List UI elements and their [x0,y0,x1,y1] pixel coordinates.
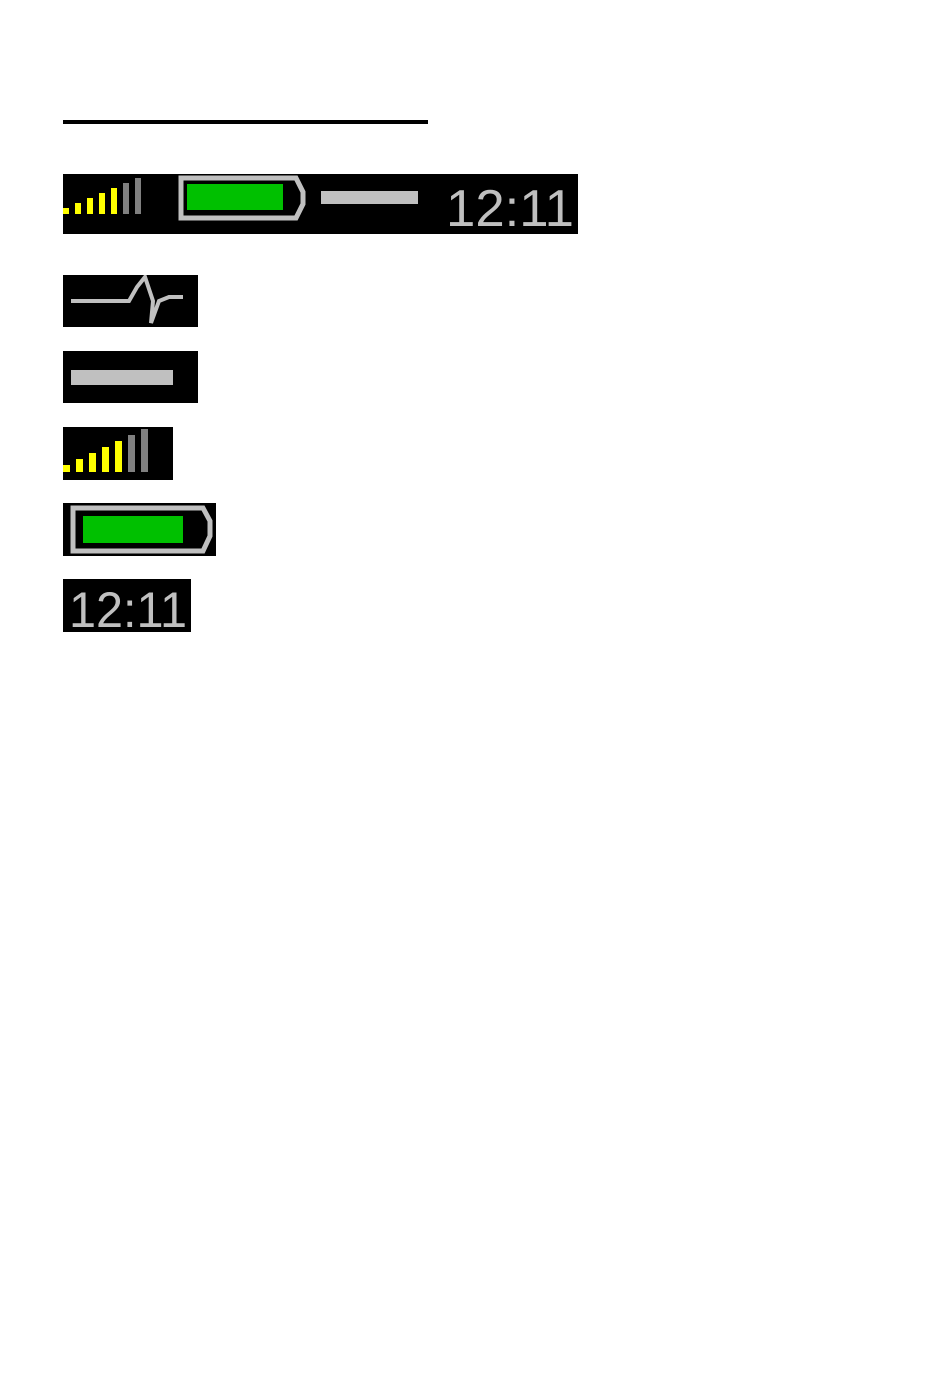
signal-bar [87,198,93,214]
signal-bar [128,435,135,472]
clock-panel: 12:11 [63,579,191,632]
clock-time: 12:11 [69,582,187,632]
signal-strength-icon [63,427,173,480]
signal-bar [75,203,81,214]
battery-fill [187,184,283,210]
flatline-indicator-icon [321,191,418,204]
signal-panel [63,427,173,480]
heartbeat-waveform-icon [63,275,198,327]
battery-fill [83,516,183,543]
battery-icon [63,503,216,556]
signal-bar [115,441,122,472]
signal-bar [123,183,129,214]
signal-bar [141,429,148,472]
signal-bar [111,188,117,214]
clock-time: 12:11 [446,180,574,234]
signal-bar [63,465,70,472]
signal-bar [135,178,141,214]
divider-line [63,120,428,124]
battery-panel [63,503,216,556]
status-bar-graphics: 12:11 [63,174,578,234]
signal-strength-icon [63,178,141,214]
signal-bar [102,447,109,472]
battery-icon [181,178,303,218]
flatline-indicator-icon [63,351,198,403]
status-bar: 12:11 [63,174,578,234]
heartbeat-panel [63,275,198,327]
signal-bar [99,193,105,214]
signal-bar [89,453,96,472]
flatline-panel [63,351,198,403]
signal-bar [63,208,69,214]
signal-bar [76,459,83,472]
clock-graphic: 12:11 [63,579,191,632]
